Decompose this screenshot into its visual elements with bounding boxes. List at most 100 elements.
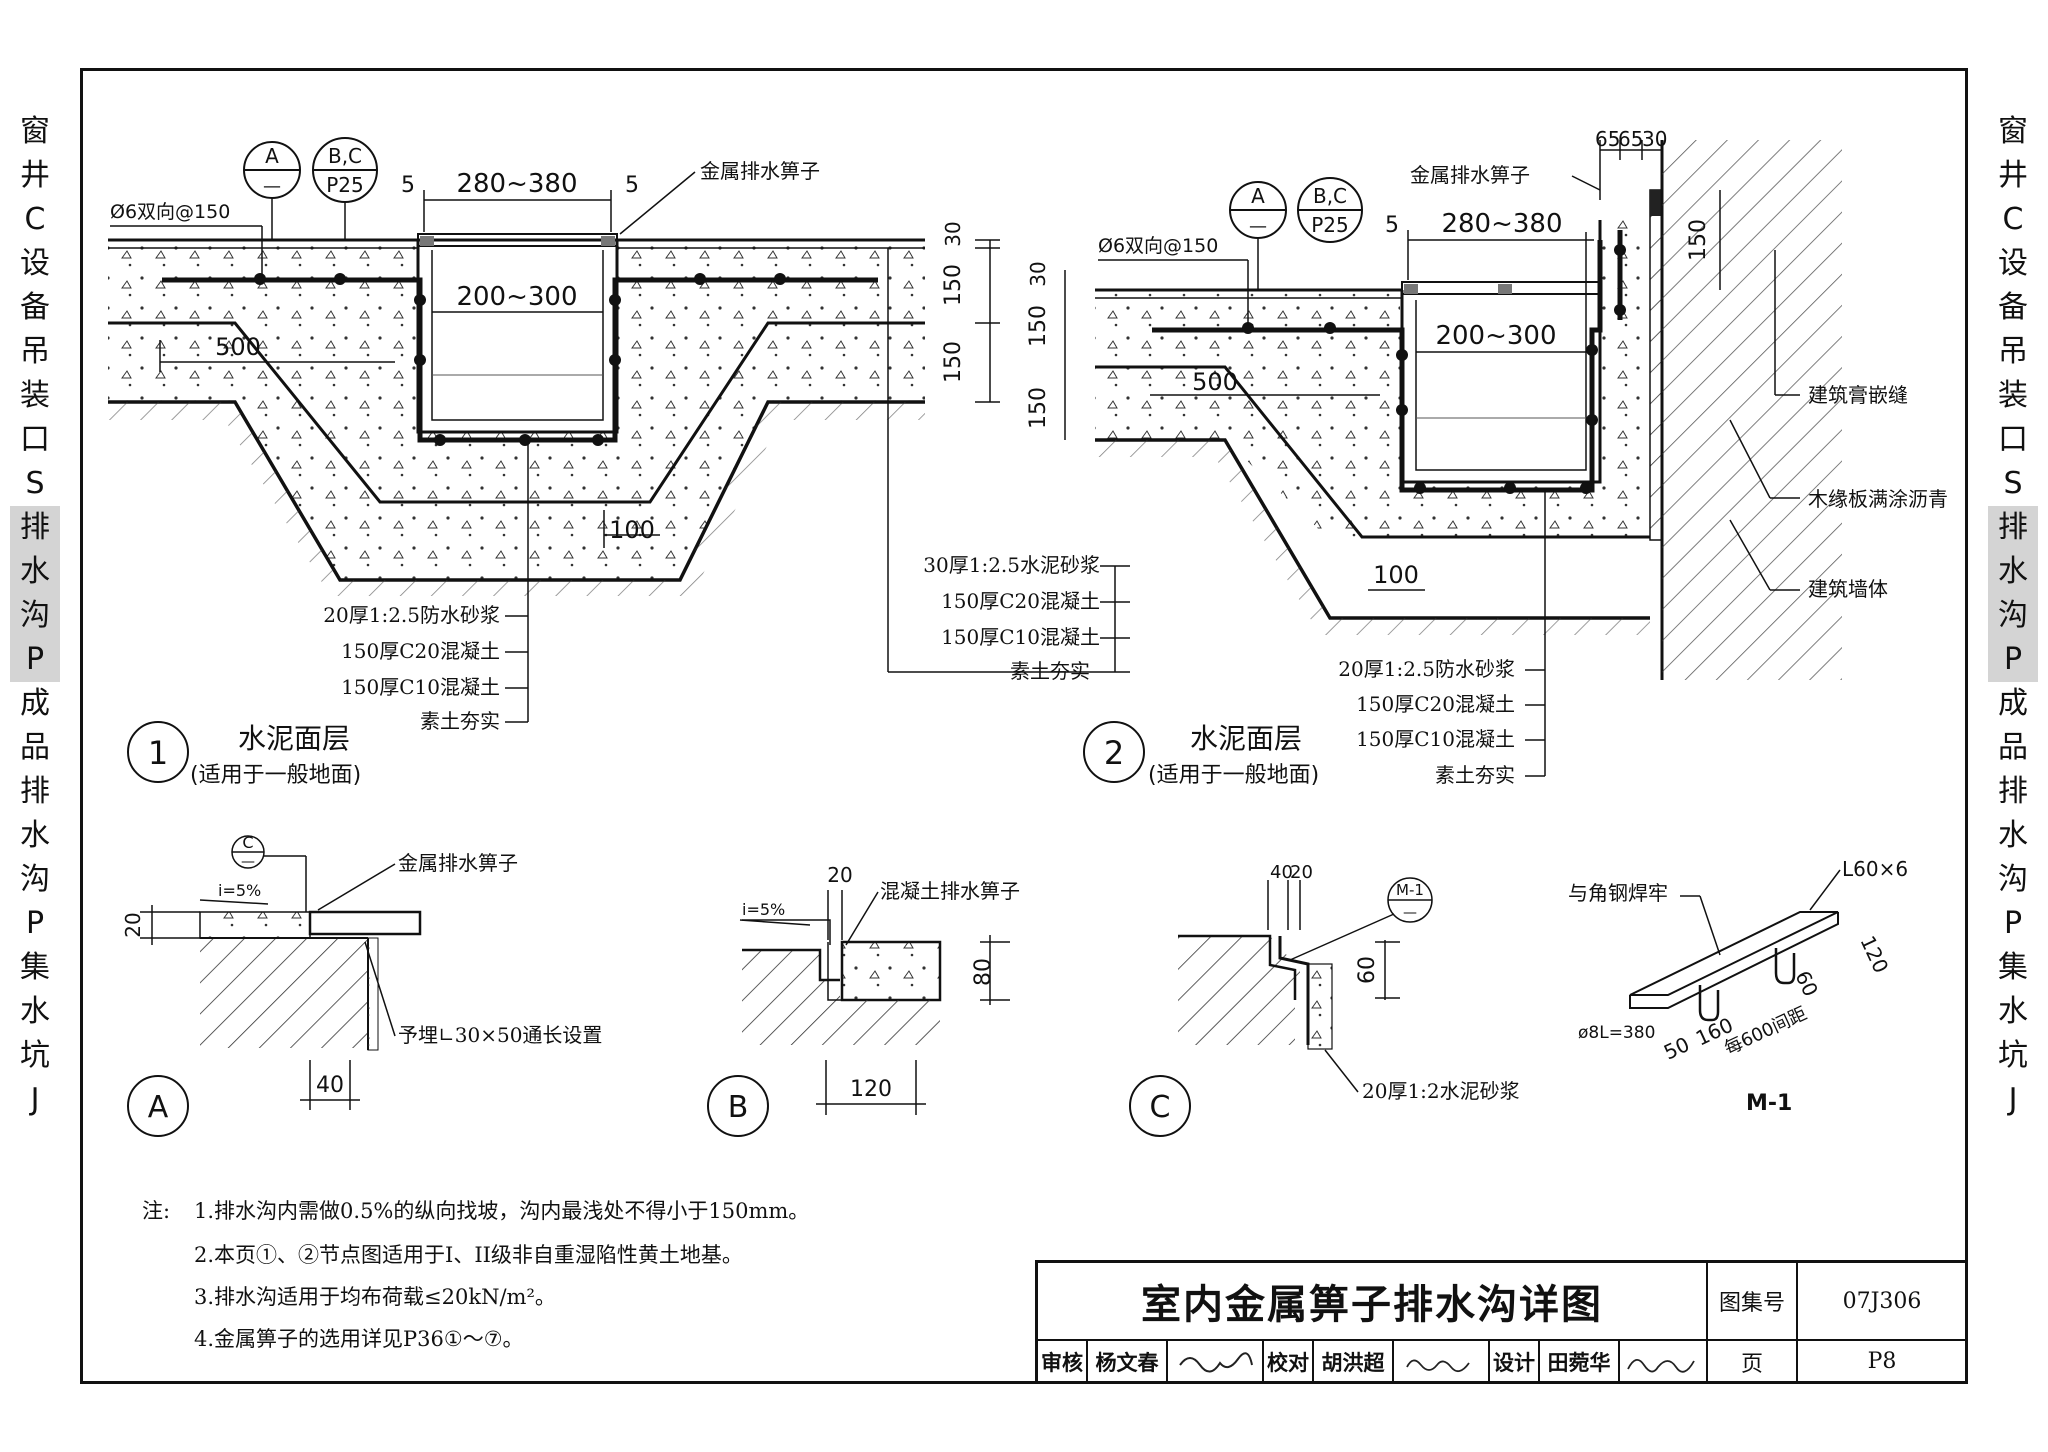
d2-ref-b-bot: P25 [1311,213,1349,237]
d2-dim-150b: 150 [1026,387,1051,429]
side-nav-char: 吊 [1998,334,2028,369]
note-2: 2.本页①、②节点图适用于I、II级非自重湿陷性黄土地基。 [194,1243,743,1267]
note-1: 1.排水沟内需做0.5%的纵向找坡，沟内最浅处不得小于150mm。 [194,1199,809,1223]
d1-subtitle: (适用于一般地面) [190,763,361,788]
d2-rebar-label: Ø6双向@150 [1098,235,1218,257]
dB-grate-label: 混凝土排水箅子 [880,879,1020,903]
side-nav-char: P [10,638,60,682]
side-nav-char: 装 [20,378,50,413]
side-nav-char: 水 [1998,994,2028,1029]
title-cell: 室内金属箅子排水沟详图 [1038,1263,1708,1341]
detail-2: A — B,C P25 280~380 5 200~300 Ø6双向@150 金… [1026,127,1948,788]
side-nav-char: 品 [20,730,50,765]
dM-bar-label: ø8L=380 [1578,1023,1655,1043]
side-nav-char: 窗 [1998,114,2028,149]
side-nav-char: 口 [1998,422,2028,457]
d1-dim-inner: 200~300 [456,282,577,312]
check-label: 校对 [1264,1341,1314,1384]
dA-label: A [148,1090,169,1125]
side-nav-char: 排 [20,774,50,809]
d2-dim-100: 100 [1373,561,1419,589]
side-nav-char: 设 [1998,246,2028,281]
dA-slope: i=5% [218,881,261,900]
design-label: 设计 [1490,1341,1540,1384]
d1-layer-r4: 素土夯实 [1010,659,1090,683]
d2-grate-label: 金属排水箅子 [1410,163,1530,187]
side-nav-char: J [30,1082,40,1117]
d1-layers-right: 30厚1:2.5水泥砂浆 150厚C20混凝土 150厚C10混凝土 素土夯实 [923,553,1100,683]
side-nav-char: 坑 [1998,1038,2028,1073]
side-nav-char: 沟 [20,862,50,897]
page-label: 页 [1708,1341,1798,1384]
drawing-frame [80,68,1968,1384]
note-4: 4.金属箅子的选用详见P36①～⑦。 [194,1327,524,1351]
dM-label: M-1 [1746,1091,1792,1116]
detail-1: A — B,C P25 280~380 5 5 200~300 Ø6双向@150… [108,137,1130,788]
side-nav-char: 沟 [1998,862,2028,897]
d1-layer-4: 素土夯实 [420,709,500,733]
dC-dim-20: 20 [1290,862,1313,883]
side-nav-char: 排 [1988,506,2038,550]
side-nav-char: 沟 [1988,594,2038,638]
review-label: 审核 [1038,1341,1088,1384]
dC-ref-top: M-1 [1396,881,1424,899]
d1-dim-5a: 5 [401,173,415,198]
designer-signature [1620,1341,1708,1384]
side-nav-char: 集 [20,950,50,985]
atlas-number: 07J306 [1798,1263,1968,1341]
checker-name: 胡洪超 [1314,1341,1394,1384]
side-nav-char: 成 [20,686,50,721]
d1-dim-5b: 5 [625,173,639,198]
notes-prefix: 注: [142,1199,170,1223]
side-nav-char: 窗 [20,114,50,149]
d2-ref-a-top: A [1251,184,1265,208]
d1-title: 水泥面层 [238,722,350,755]
d1-ref-a-top: A [265,144,279,168]
dM-dim-120: 120 [1855,932,1893,977]
d1-grate-label: 金属排水箅子 [700,159,820,183]
title-block: 室内金属箅子排水沟详图 图集号 07J306 审核 杨文春 校对 胡洪超 设计 … [1035,1260,1968,1384]
d2-dim-30: 30 [1026,261,1050,286]
side-nav-char: 水 [20,994,50,1029]
side-nav-char: S [25,466,45,501]
designer-name: 田菀华 [1540,1341,1620,1384]
d2-ref-b-top: B,C [1313,184,1347,208]
dC-dim-60: 60 [1355,956,1380,984]
side-nav-char: 装 [1998,378,2028,413]
d1-dim-500: 500 [215,333,261,361]
d2-dim-top: 280~380 [1441,209,1562,239]
checker-signature [1394,1341,1490,1384]
dM-angle-label: L60×6 [1842,857,1908,881]
dA-angle-label: 予埋∟30×50通长设置 [398,1023,602,1047]
d2-dim-150c: 150 [1686,219,1711,261]
side-nav-char: C [2002,202,2024,237]
d2-dim-150a: 150 [1026,305,1051,347]
side-nav-char: 设 [20,246,50,281]
page-number: P8 [1798,1341,1968,1384]
reviewer-signature [1168,1341,1264,1384]
d1-layer-r1: 30厚1:2.5水泥砂浆 [923,553,1100,577]
side-nav-char: 水 [20,818,50,853]
side-nav-char: 井 [1998,158,2028,193]
side-nav-char: 备 [1998,290,2028,325]
dC-mortar-label: 20厚1:2水泥砂浆 [1362,1079,1520,1103]
d2-number: 2 [1104,734,1124,772]
side-nav-char: S [2003,466,2023,501]
d1-layer-1: 20厚1:2.5防水砂浆 [323,603,500,627]
dA-grate-label: 金属排水箅子 [398,851,518,875]
dA-dim-40: 40 [316,1073,344,1098]
d2-ref-a-bot: — [1249,216,1267,237]
d1-dim-30: 30 [941,221,965,246]
dB-slope: i=5% [742,900,785,919]
d2-wall-note-3: 建筑墙体 [1808,577,1888,601]
d2-layer-3: 150厚C10混凝土 [1356,727,1515,751]
dA-dim-20: 20 [121,912,145,937]
side-nav-char: 排 [10,506,60,550]
d2-dim-500: 500 [1192,368,1238,396]
dC-dim-40: 40 [1270,862,1293,883]
d1-ref-b-top: B,C [328,144,362,168]
side-nav-char: P [1988,638,2038,682]
reviewer-name: 杨文春 [1088,1341,1168,1384]
side-nav-char: 井 [20,158,50,193]
